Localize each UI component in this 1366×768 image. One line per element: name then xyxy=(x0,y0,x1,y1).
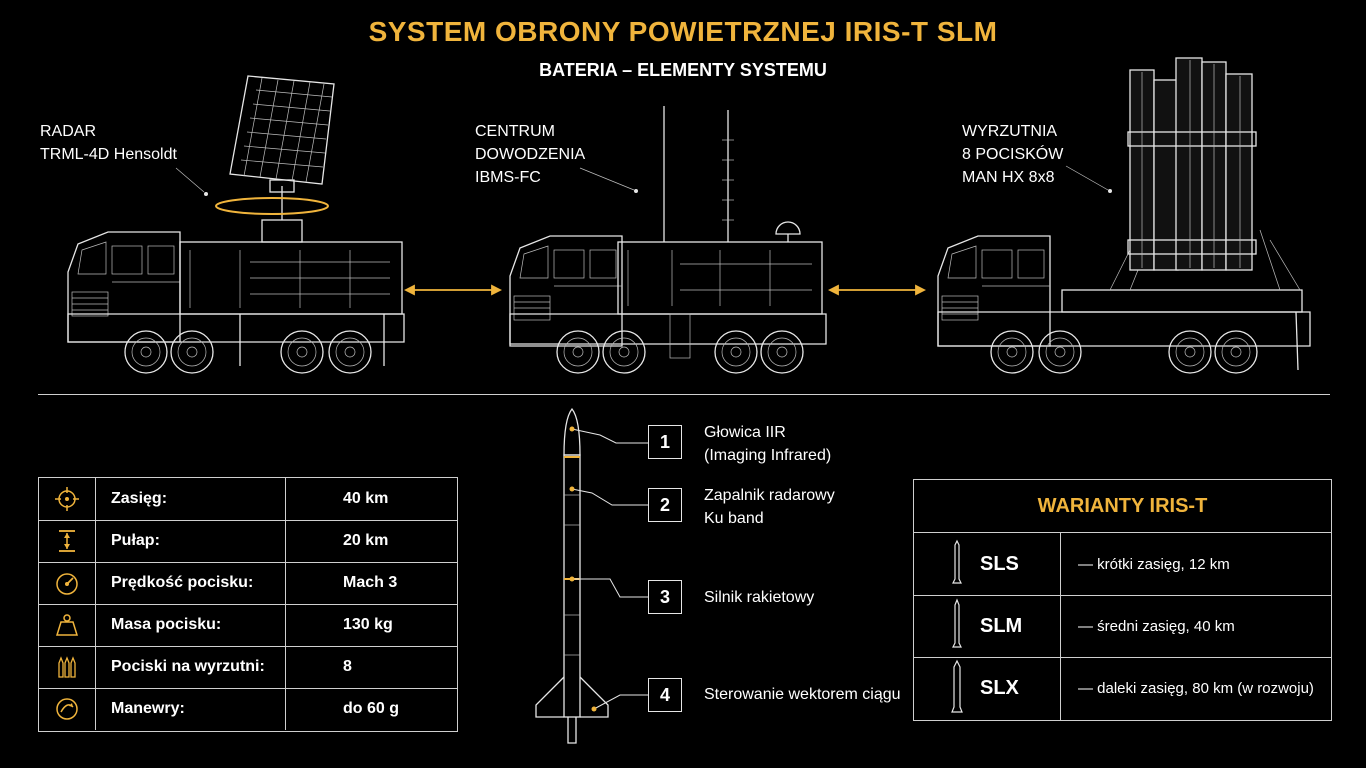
part-number-badge: 4 xyxy=(648,678,682,712)
variant-name: SLM xyxy=(980,614,1023,637)
spec-row-speed: Prędkość pocisku: Mach 3 xyxy=(39,562,457,605)
spec-value: Mach 3 xyxy=(343,574,398,591)
variant-name: SLS xyxy=(980,552,1019,575)
missile-icon xyxy=(952,539,962,584)
part-label: Sterowanie wektorem ciągu xyxy=(704,686,901,703)
spec-row-maneuvers: Manewry: do 60 g xyxy=(39,688,457,730)
altitude-icon xyxy=(59,530,75,552)
launcher-label: WYRZUTNIA 8 POCISKÓW MAN HX 8x8 xyxy=(962,123,1064,186)
page-title: SYSTEM OBRONY POWIETRZNEJ IRIS-T SLM xyxy=(368,16,998,47)
specs-table: Zasięg: 40 km Pułap: 20 km Prędkość poci… xyxy=(38,477,458,732)
variants-table: WARIANTY IRIS-T SLS — krótki zasięg, 12 … xyxy=(913,479,1332,721)
spec-value: 20 km xyxy=(343,532,389,549)
page-subtitle: BATERIA – ELEMENTY SYSTEMU xyxy=(539,60,827,80)
spec-value: 40 km xyxy=(343,490,389,507)
spec-label: Pociski na wyrzutni: xyxy=(111,658,265,675)
radar-truck xyxy=(67,75,405,374)
part-label: Głowica IIR (Imaging Infrared) xyxy=(704,424,832,464)
spec-label: Zasięg: xyxy=(111,490,168,507)
variant-name: SLX xyxy=(980,677,1019,699)
spec-label: Prędkość pocisku: xyxy=(111,574,254,591)
variant-row-sls: SLS — krótki zasięg, 12 km xyxy=(914,533,1331,596)
crosshair-icon xyxy=(55,487,79,511)
part-number-badge: 3 xyxy=(648,580,682,614)
missile-illustration xyxy=(535,407,648,744)
vehicles-illustration xyxy=(67,57,1311,374)
spec-row-ceiling: Pułap: 20 km xyxy=(39,520,457,563)
command-truck xyxy=(509,106,827,374)
missile-icon xyxy=(951,659,963,713)
weight-icon xyxy=(55,614,79,636)
spec-row-range: Zasięg: 40 km xyxy=(39,478,457,521)
part-label: Silnik rakietowy xyxy=(704,589,815,606)
spec-value: 130 kg xyxy=(343,616,393,633)
speedometer-icon xyxy=(56,573,78,595)
link-arrow-1 xyxy=(403,284,503,296)
radar-label: RADAR TRML-4D Hensoldt xyxy=(40,123,177,163)
variant-desc: — daleki zasięg, 80 km (w rozwoju) xyxy=(1078,680,1314,697)
variant-desc: — średni zasięg, 40 km xyxy=(1078,617,1235,635)
variant-row-slm: SLM — średni zasięg, 40 km xyxy=(914,595,1331,658)
launcher-truck xyxy=(937,57,1311,374)
variant-desc: — krótki zasięg, 12 km xyxy=(1078,555,1230,573)
part-number-badge: 2 xyxy=(648,488,682,522)
part-label: Zapalnik radarowy Ku band xyxy=(704,487,835,527)
variants-title: WARIANTY IRIS-T xyxy=(914,480,1331,533)
command-center-label: CENTRUM DOWODZENIA IBMS-FC xyxy=(475,123,586,186)
radar-leader-line xyxy=(175,167,208,196)
spec-row-mass: Masa pocisku: 130 kg xyxy=(39,604,457,647)
section-divider xyxy=(38,394,1330,395)
missiles-icon xyxy=(58,656,76,678)
command-leader-line xyxy=(579,167,638,193)
specs-column-divider xyxy=(285,477,286,730)
variant-row-slx: SLX — daleki zasięg, 80 km (w rozwoju) xyxy=(914,657,1331,720)
launcher-leader-line xyxy=(1065,165,1112,193)
spec-value: do 60 g xyxy=(343,700,400,717)
spec-label: Pułap: xyxy=(111,532,160,549)
maneuver-icon xyxy=(56,698,78,720)
spec-label: Masa pocisku: xyxy=(111,616,222,633)
part-number-badge: 1 xyxy=(648,425,682,459)
link-arrow-2 xyxy=(827,284,927,296)
spec-row-launcher-missiles: Pociski na wyrzutni: 8 xyxy=(39,646,457,689)
spec-label: Manewry: xyxy=(111,700,185,717)
spec-value: 8 xyxy=(343,658,352,675)
missile-icon xyxy=(952,598,962,648)
